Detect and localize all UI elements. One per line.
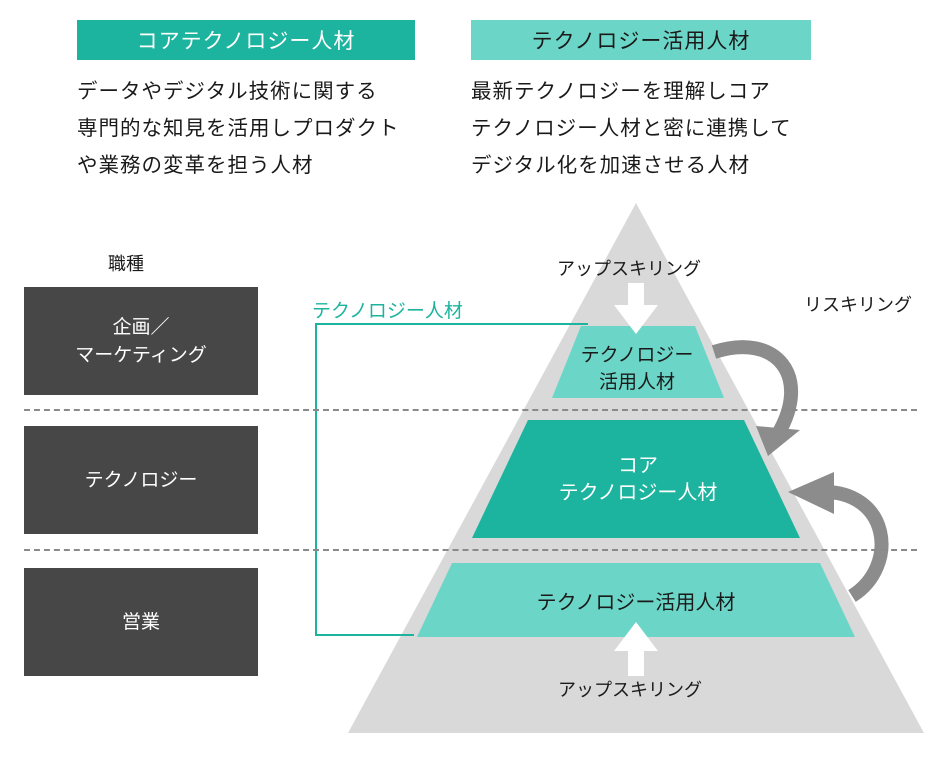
tech-utilization-talent-title: テクノロジー活用人材 bbox=[531, 29, 751, 53]
tier-bottom-line-1: テクノロジー活用人材 bbox=[536, 590, 736, 614]
core-talent-description: データやデジタル技術に関する 専門的な知見を活用しプロダクト や業務の変革を担う… bbox=[77, 73, 437, 184]
job-planning-line-1: 企画／ bbox=[112, 316, 170, 338]
tier-middle-shape bbox=[472, 420, 800, 538]
upskilling-arrow-down-icon bbox=[614, 283, 658, 334]
core-desc-line-2: 専門的な知見を活用しプロダクト bbox=[77, 116, 400, 140]
tier-top-line-2: 活用人材 bbox=[598, 371, 675, 393]
core-desc-line-1: データやデジタル技術に関する bbox=[77, 79, 378, 103]
core-tech-talent-title: コアテクノロジー人材 bbox=[136, 29, 356, 53]
row-divider-2 bbox=[24, 549, 917, 551]
core-desc-line-3: や業務の変革を担う人材 bbox=[77, 153, 314, 177]
tier-middle-line-1: コア bbox=[618, 453, 658, 477]
reskilling-arrow-up-icon bbox=[788, 472, 889, 602]
core-tech-talent-tag: コアテクノロジー人材 bbox=[77, 20, 415, 60]
util-talent-description: 最新テクノロジーを理解しコア テクノロジー人材と密に連携して デジタル化を加速さ… bbox=[471, 73, 831, 184]
reskilling-arrow-down-icon bbox=[711, 340, 800, 456]
tech-talent-bracket bbox=[315, 323, 588, 636]
job-type-heading: 職種 bbox=[108, 254, 144, 275]
util-desc-line-3: デジタル化を加速させる人材 bbox=[471, 153, 751, 177]
reskilling-label: リスキリング bbox=[804, 295, 912, 316]
upskilling-label-top: アップスキリング bbox=[557, 259, 701, 280]
tier-middle-line-2: テクノロジー人材 bbox=[558, 480, 718, 504]
tech-talent-bracket-label: テクノロジー人材 bbox=[312, 300, 463, 322]
util-desc-line-1: 最新テクノロジーを理解しコア bbox=[471, 79, 771, 103]
tech-utilization-talent-tag: テクノロジー活用人材 bbox=[471, 20, 811, 60]
job-box-planning-marketing: 企画／ マーケティング bbox=[24, 287, 258, 395]
upskilling-label-bottom: アップスキリング bbox=[558, 680, 702, 701]
tier-middle-label: コア テクノロジー人材 bbox=[476, 452, 800, 506]
job-planning-line-2: マーケティング bbox=[75, 344, 207, 366]
util-desc-line-2: テクノロジー人材と密に連携して bbox=[471, 116, 792, 140]
tier-top-shape bbox=[552, 326, 724, 398]
row-divider-1 bbox=[24, 409, 917, 411]
tier-bottom-label: テクノロジー活用人材 bbox=[420, 589, 852, 616]
job-box-technology: テクノロジー bbox=[24, 426, 258, 534]
job-sales-label: 営業 bbox=[121, 611, 160, 633]
tier-top-label: テクノロジー 活用人材 bbox=[552, 342, 722, 396]
tier-bottom-shape bbox=[417, 563, 855, 637]
job-technology-label: テクノロジー bbox=[84, 469, 198, 491]
upskilling-arrow-up-icon bbox=[614, 622, 658, 676]
tier-top-line-1: テクノロジー bbox=[580, 344, 694, 366]
job-box-sales: 営業 bbox=[24, 568, 258, 676]
